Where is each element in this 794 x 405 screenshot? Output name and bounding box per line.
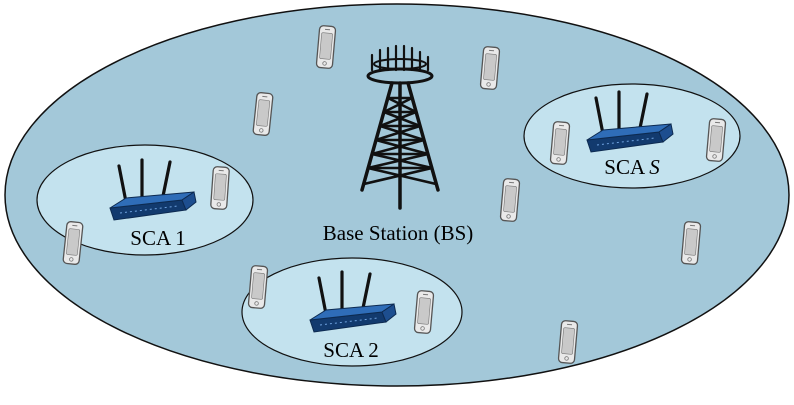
sca-1-label: SCA 1	[130, 226, 185, 250]
sca-1-prefix: SCA	[130, 226, 175, 250]
sca-s-label: SCA S	[604, 155, 660, 179]
sca-2-prefix: SCA	[323, 338, 368, 362]
smartphone-icon	[705, 117, 727, 163]
smartphone-icon	[479, 45, 501, 91]
smartphone-icon	[549, 120, 571, 166]
cell-tower-icon	[360, 44, 440, 210]
smartphone-icon	[680, 220, 702, 266]
smartphone-icon	[315, 24, 337, 70]
smartphone-icon	[209, 165, 231, 211]
smartphone-icon	[499, 177, 521, 223]
base-station-label: Base Station (BS)	[323, 221, 474, 245]
smartphone-icon	[557, 319, 579, 365]
smartphone-icon	[413, 289, 435, 335]
sca-s-prefix: SCA	[604, 155, 649, 179]
sca-s-index: S	[649, 155, 660, 179]
smartphone-icon	[247, 264, 269, 310]
sca-1-index: 1	[175, 226, 186, 250]
sca-2-label: SCA 2	[323, 338, 378, 362]
sca-2-index: 2	[368, 338, 379, 362]
